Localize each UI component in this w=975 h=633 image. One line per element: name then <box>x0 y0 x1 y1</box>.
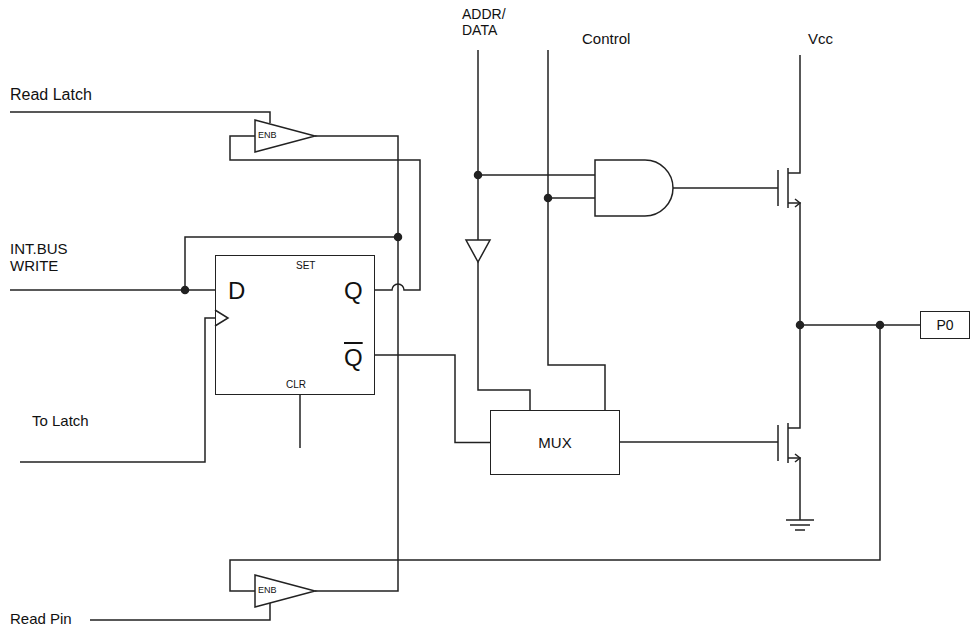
flip-flop-box: D SET Q Q CLR <box>215 255 375 395</box>
read-latch-wire <box>10 112 270 123</box>
fet-arrow <box>795 454 800 462</box>
and-output-wire <box>673 187 778 189</box>
ground-symbol <box>786 520 814 530</box>
pin-label: SET <box>296 261 315 271</box>
control-wire <box>548 50 605 410</box>
port-box: P0 <box>920 311 970 339</box>
mux-box: MUX <box>490 410 620 475</box>
pin-label: Q <box>344 279 363 303</box>
read-latch-buffer <box>255 120 315 152</box>
pin-read-wire <box>230 325 880 591</box>
signal-label: Read Pin <box>10 610 72 627</box>
signal-label: Control <box>582 30 630 47</box>
junction-dot <box>395 234 402 241</box>
inverter-symbol <box>466 240 490 262</box>
junction-dot <box>545 195 552 202</box>
signal-label: To Latch <box>32 412 94 429</box>
q-output-wire <box>230 136 420 290</box>
junction-dot <box>182 287 189 294</box>
and-gate <box>595 160 673 216</box>
pin-label: CLR <box>286 380 306 390</box>
clock-symbol <box>215 310 228 326</box>
addr-mux-wire <box>478 262 530 410</box>
to-latch-wire <box>20 318 215 462</box>
read-pin-buffer <box>255 575 315 607</box>
bus-tap-wire <box>185 237 398 290</box>
pin-label: Q <box>344 344 363 370</box>
mux-output-wire <box>620 441 778 443</box>
pin-label: D <box>228 279 245 303</box>
box-label: P0 <box>936 317 953 333</box>
pin-wire <box>800 324 920 326</box>
supply-label: Vcc <box>808 30 833 47</box>
junction-dot <box>475 172 482 179</box>
addr-data-wire <box>477 50 479 240</box>
control-and-wire <box>548 197 595 199</box>
signal-label: ADDR/ DATA <box>462 6 514 38</box>
addr-and-wire <box>478 174 595 176</box>
enable-label: ENB <box>258 585 277 595</box>
upper-fet <box>778 55 800 325</box>
lower-fet <box>778 325 800 520</box>
clr-wire <box>299 395 301 448</box>
internal-bus-wire <box>315 136 398 591</box>
signal-label: INT.BUS WRITE <box>10 240 105 275</box>
signal-label: Read Latch <box>10 86 92 104</box>
enable-label: ENB <box>258 130 277 140</box>
box-label: MUX <box>538 434 571 451</box>
signal-wire <box>375 355 490 443</box>
read-pin-wire <box>90 603 270 620</box>
fet-arrow <box>795 199 800 207</box>
